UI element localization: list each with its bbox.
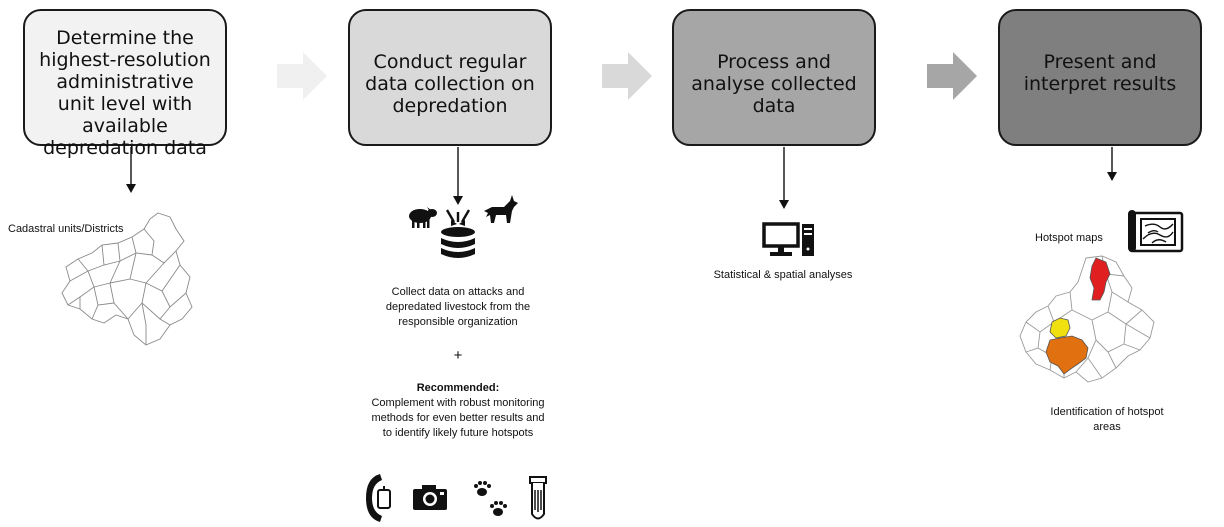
step-2-label: Conduct regular data collection on depre… <box>365 51 535 117</box>
camera-icon <box>413 485 447 510</box>
district-map-icon <box>61 212 193 346</box>
hotspot-map-icon <box>1019 255 1155 383</box>
step-3-box: Process and analyse collected data <box>672 9 876 146</box>
districts-caption: Cadastral units/Districts <box>8 223 124 235</box>
down-arrow-4 <box>1107 147 1117 181</box>
step-4-box: Present and interpret results <box>998 9 1202 146</box>
wolf-icon <box>484 195 518 223</box>
collect-data-text: Collect data on attacks and depredated l… <box>385 286 531 328</box>
step-1-label: Determine the highest-resolution adminis… <box>39 27 211 159</box>
step-2-box: Conduct regular data collection on depre… <box>348 9 552 146</box>
plus-sign: + <box>453 347 463 364</box>
computer-icon <box>762 222 814 256</box>
gps-collar-icon <box>366 474 391 522</box>
down-arrow-2 <box>453 147 463 205</box>
recommended-title: Recommended: <box>378 381 538 396</box>
sample-tube-icon <box>529 476 547 520</box>
step-1-box: Determine the highest-resolution adminis… <box>23 9 227 159</box>
down-arrow-3 <box>779 147 789 209</box>
step-3-label: Process and analyse collected data <box>691 51 857 117</box>
analyses-caption: Statistical & spatial analyses <box>713 269 853 281</box>
flow-arrow-3 <box>927 52 977 100</box>
recommended-text: Complement with robust monitoring method… <box>371 397 545 439</box>
down-arrow-1 <box>126 147 136 193</box>
flow-arrow-2 <box>602 52 652 100</box>
sheep-icon <box>409 207 437 228</box>
step-4-label: Present and interpret results <box>1023 51 1177 95</box>
database-icon <box>441 209 475 258</box>
paw-prints-icon <box>474 481 507 516</box>
recommended-title-text: Recommended: <box>416 382 500 394</box>
hotspot-identification-caption: Identification of hotspot areas <box>1050 406 1164 433</box>
map-icon <box>1128 210 1184 253</box>
flow-arrow-1 <box>277 52 327 100</box>
hotspot-maps-label: Hotspot maps <box>1035 232 1103 244</box>
